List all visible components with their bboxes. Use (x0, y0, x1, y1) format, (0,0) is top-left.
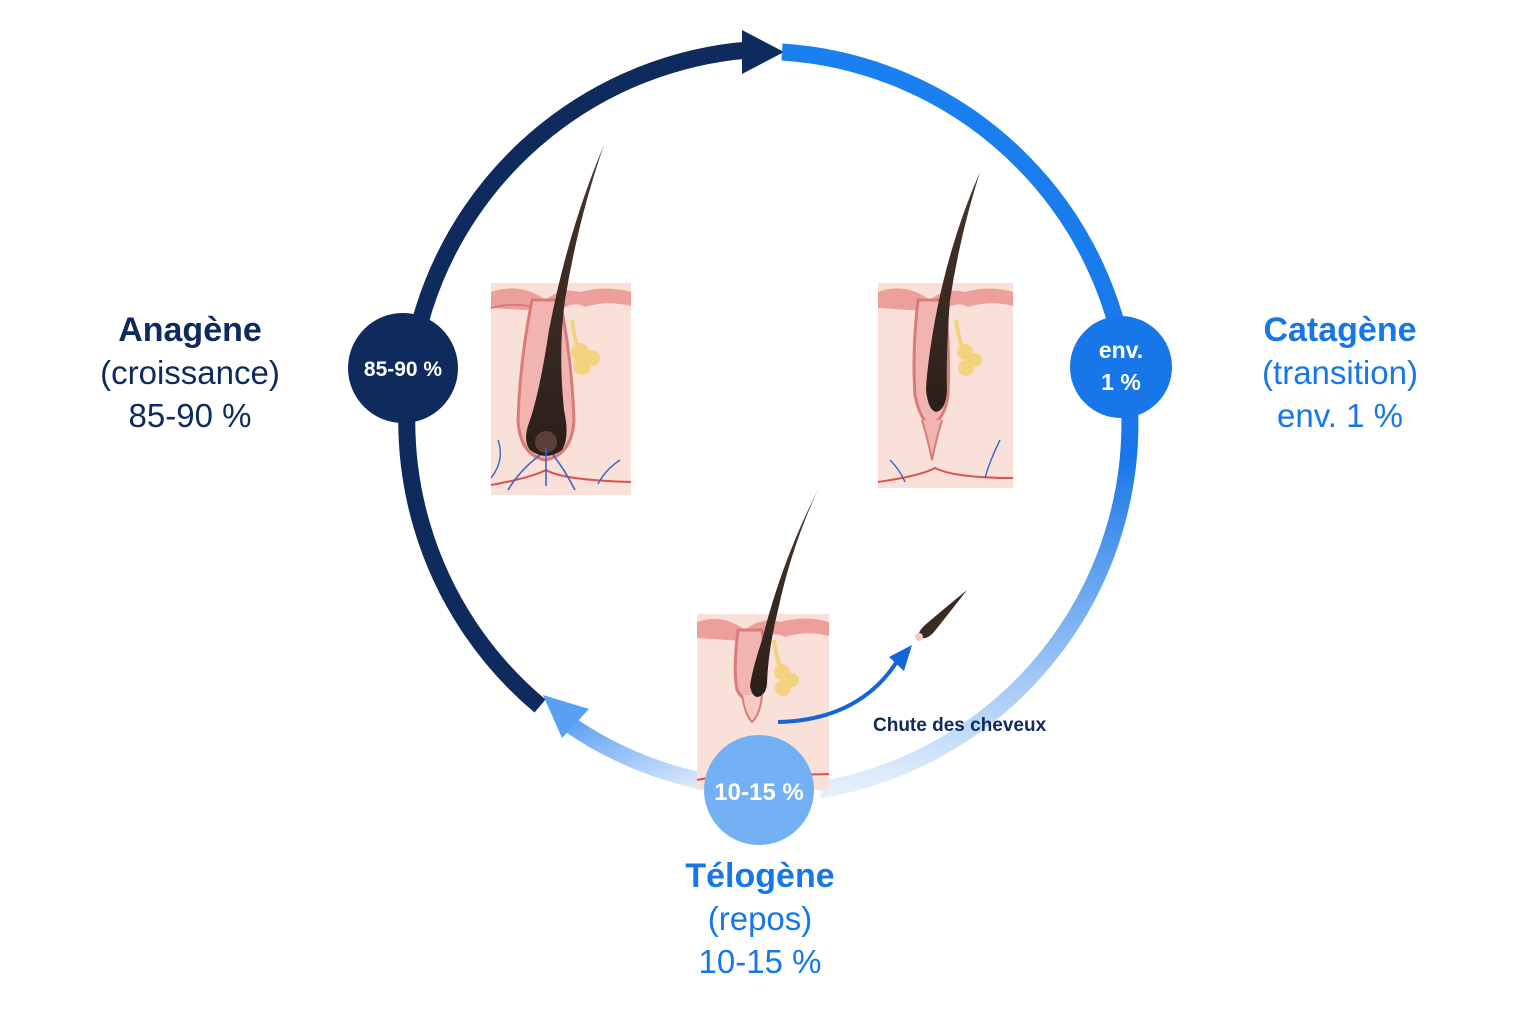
shedding-arrowhead (889, 645, 912, 671)
catagen-percent: env. 1 % (1277, 397, 1403, 435)
telogen-percent: 10-15 % (698, 943, 822, 981)
telogen-name: Télogène (685, 857, 835, 895)
catagen-name: Catagène (1263, 311, 1417, 349)
anagen-follicle-illustration (490, 145, 632, 495)
telogen-sebaceous-gland (772, 639, 799, 696)
anagen-sebaceous-gland (570, 319, 600, 375)
telogen-arrowhead (543, 695, 589, 738)
anagen-name: Anagène (118, 311, 262, 349)
telogen-follicle-illustration (696, 490, 830, 790)
anagen-description: (croissance) (100, 354, 280, 392)
catagen-sebaceous-gland (954, 319, 982, 376)
shedding-arrow (777, 658, 900, 724)
anagen-arc (398, 41, 749, 713)
shedding-label: Chute des cheveux (873, 715, 1047, 736)
catagen-label: Catagène (transition) env. 1 % (1210, 308, 1470, 438)
telogen-description: (repos) (707, 900, 813, 938)
telogen-label: Télogène (repos) 10-15 % (630, 854, 890, 984)
shed-hair-icon (915, 590, 967, 641)
catagen-badge-line1: env. (1099, 337, 1143, 363)
anagen-percent: 85-90 % (128, 397, 252, 435)
anagen-badge-text: 85-90 % (364, 358, 443, 381)
catagen-follicle-illustration (877, 172, 1014, 488)
telogen-arc (561, 715, 708, 791)
anagen-badge: 85-90 % (348, 313, 458, 423)
anagen-arrowhead (742, 30, 784, 74)
telogen-badge-text: 10-15 % (714, 779, 803, 806)
anagen-label: Anagène (croissance) 85-90 % (60, 308, 320, 438)
catagen-badge: env. 1 % (1070, 316, 1172, 418)
telogen-badge: 10-15 % (704, 735, 814, 845)
catagen-badge-line2: 1 % (1101, 369, 1141, 395)
catagen-description: (transition) (1262, 354, 1418, 392)
